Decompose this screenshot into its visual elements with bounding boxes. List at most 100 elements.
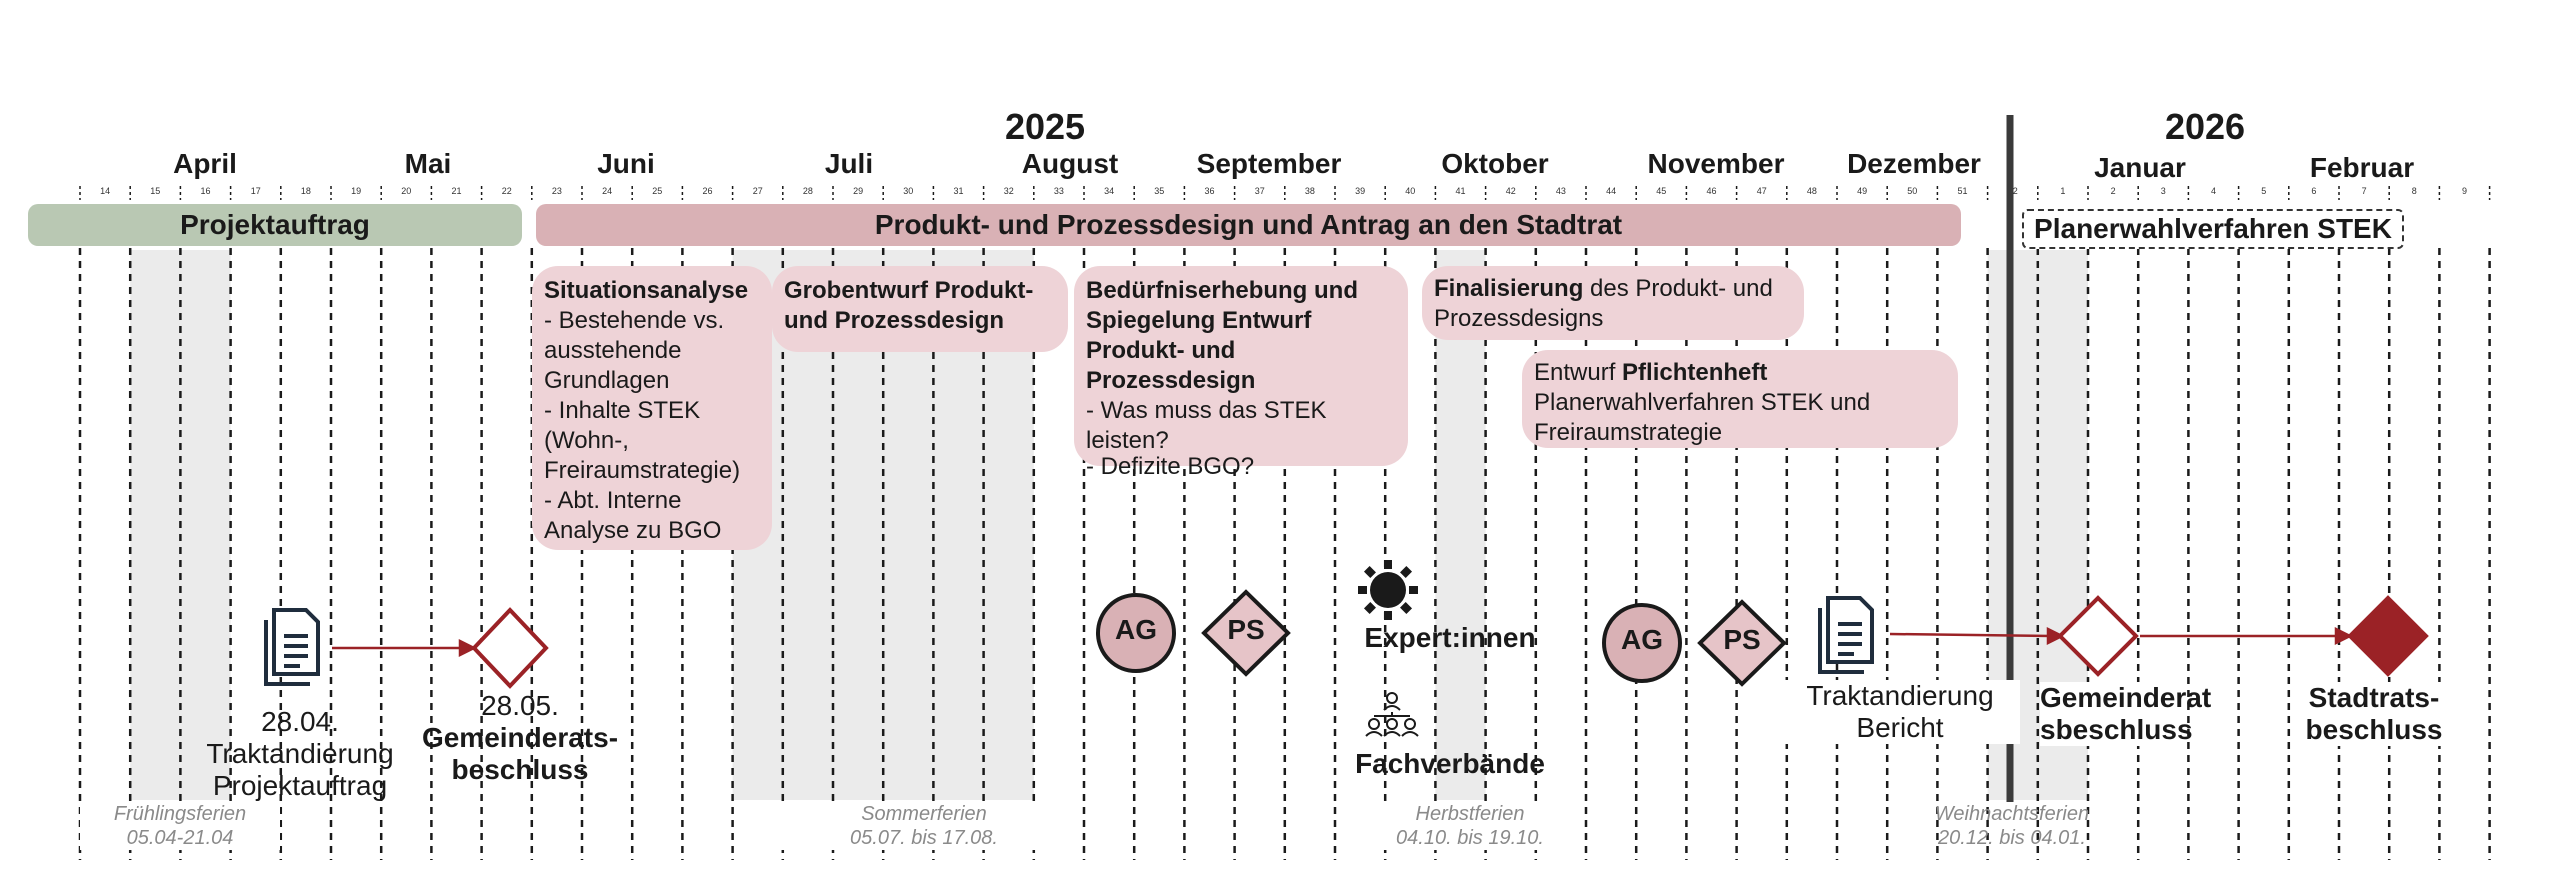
task-grobentwurf-title-2: und Prozessdesign	[784, 307, 1005, 334]
week-number: 32	[1004, 186, 1014, 196]
week-number: 31	[953, 186, 963, 196]
task-line: - Was muss das STEK	[1086, 397, 1327, 424]
diamond-filled-icon	[2347, 595, 2429, 677]
phase-produkt-prozessdesign: Produkt- und Prozessdesign und Antrag an…	[536, 204, 1961, 246]
month-juni: Juni	[597, 148, 655, 179]
week-number: 34	[1104, 186, 1114, 196]
milestone-line: Bericht	[1856, 712, 1944, 743]
week-number: 29	[853, 186, 863, 196]
week-number: 9	[2462, 186, 2467, 196]
week-number: 37	[1255, 186, 1265, 196]
week-number: 17	[251, 186, 261, 196]
week-number: 38	[1305, 186, 1315, 196]
week-number: 22	[502, 186, 512, 196]
week-number: 42	[1506, 186, 1516, 196]
ag-label: AG	[1621, 624, 1663, 655]
month-oktober: Oktober	[1441, 148, 1549, 179]
task-line: Freiraumstrategie	[1534, 419, 1723, 446]
diamond-ps-icon	[1697, 599, 1787, 687]
holiday-dates: 05.04-21.04	[126, 827, 234, 849]
diamond-outline-icon	[2057, 595, 2139, 677]
week-number: 24	[602, 186, 612, 196]
week-number: 20	[401, 186, 411, 196]
diamond-outline-icon	[471, 607, 549, 689]
milestone-line: Traktandierung	[1806, 680, 1994, 711]
week-number: 1	[2060, 186, 2065, 196]
week-number: 3	[2161, 186, 2166, 196]
holiday-weihnachtsferien: Weihnachtsferien 20.12. bis 04.01.	[1912, 802, 2112, 850]
milestone-line: Gemeinderat	[2040, 682, 2212, 713]
arrow-head	[2046, 626, 2065, 646]
holiday-name: Weihnachtsferien	[1934, 803, 2090, 825]
holiday-name: Sommerferien	[861, 803, 987, 825]
task-finalisierung-rest: des Produkt- und	[1583, 275, 1773, 302]
week-number: 51	[1957, 186, 1967, 196]
holiday-herbstferien: Herbstferien 04.10. bis 19.10.	[1370, 802, 1570, 850]
task-finalisierung: Finalisierung des Produkt- und Prozessde…	[1422, 266, 1804, 340]
week-number: 7	[2362, 186, 2367, 196]
task-pflichtenheft: Entwurf Pflichtenheft Planerwahlverfahre…	[1522, 350, 1958, 448]
milestone-gemeinderatsbeschluss-1: 28.05. Gemeinderats- beschluss	[400, 690, 640, 786]
task-beduerfnis-last-line: - Defizite BGO?	[1086, 453, 1255, 480]
task-beduerfnis-title: Spiegelung Entwurf	[1086, 307, 1312, 334]
week-number: 49	[1857, 186, 1867, 196]
milestone-gemeinderatsbeschluss-2: Gemeinderat sbeschluss	[2040, 682, 2211, 746]
week-number: 18	[301, 186, 311, 196]
task-line: leisten?	[1086, 427, 1169, 454]
task-line: (Wohn-,	[544, 427, 629, 454]
week-number: 4	[2211, 186, 2216, 196]
holiday-shade	[1435, 250, 1486, 800]
fachverbaende-label: Fachverbände	[1355, 748, 1545, 779]
week-number: 27	[753, 186, 763, 196]
week-number: 46	[1706, 186, 1716, 196]
month-mai: Mai	[404, 148, 452, 179]
month-november: November	[1647, 148, 1785, 179]
milestone-line: beschluss	[451, 754, 589, 785]
gear-icon	[1358, 560, 1418, 620]
task-line: - Inhalte STEK	[544, 397, 701, 424]
phase-projektauftrag: Projektauftrag	[28, 204, 522, 246]
phase-planerwahl-label: Planerwahlverfahren STEK	[2034, 213, 2392, 244]
month-dezember: Dezember	[1847, 148, 1981, 179]
week-number: 16	[200, 186, 210, 196]
task-beduerfniserhebung: Bedürfniserhebung und Spiegelung Entwurf…	[1074, 266, 1408, 466]
week-number: 5	[2261, 186, 2266, 196]
holiday-fruehlingsferien: Frühlingsferien 05.04-21.04	[80, 802, 280, 850]
task-finalisierung-bold: Finalisierung	[1434, 275, 1584, 302]
week-number: 14	[100, 186, 110, 196]
people-icon	[1365, 692, 1419, 737]
holiday-sommerferien: Sommerferien 05.07. bis 17.08.	[777, 802, 1071, 850]
milestone-traktandierung-projektauftrag: 28.04. Traktandierung Projektauftrag	[170, 706, 430, 802]
milestone-line: sbeschluss	[2040, 714, 2193, 745]
ag-label: AG	[1115, 614, 1157, 645]
week-number: 39	[1355, 186, 1365, 196]
task-pflichtenheft-prefix: Entwurf	[1534, 359, 1623, 386]
phase-planerwahlverfahren: Planerwahlverfahren STEK	[2022, 209, 2404, 249]
week-number: 15	[150, 186, 160, 196]
week-number: 23	[552, 186, 562, 196]
task-line: ausstehende	[544, 337, 682, 364]
week-number: 8	[2412, 186, 2417, 196]
task-grobentwurf: Grobentwurf Produkt- und Prozessdesign	[772, 266, 1068, 352]
expertinnen-label: Expert:innen	[1364, 622, 1536, 653]
holiday-dates: 04.10. bis 19.10.	[1396, 827, 1544, 849]
month-februar: Februar	[2309, 152, 2415, 183]
week-number: 36	[1204, 186, 1214, 196]
milestone-line: beschluss	[2305, 714, 2443, 745]
ps-label: PS	[1723, 624, 1761, 655]
milestone-stadtratsbeschluss: Stadtrats- beschluss	[2300, 682, 2448, 746]
week-number: 30	[903, 186, 913, 196]
phase-produkt-label: Produkt- und Prozessdesign und Antrag an…	[874, 209, 1623, 240]
diamond-ps-icon	[1201, 589, 1291, 677]
task-beduerfnis-title: Prozessdesign	[1086, 367, 1256, 394]
week-number: 28	[803, 186, 813, 196]
week-number: 48	[1807, 186, 1817, 196]
week-number: 43	[1556, 186, 1566, 196]
task-line: Prozessdesigns	[1434, 305, 1604, 332]
task-line: - Bestehende vs.	[544, 307, 725, 334]
flow-arrows	[332, 626, 2353, 658]
circle-ag-icon	[1602, 603, 1682, 683]
week-number: 19	[351, 186, 361, 196]
